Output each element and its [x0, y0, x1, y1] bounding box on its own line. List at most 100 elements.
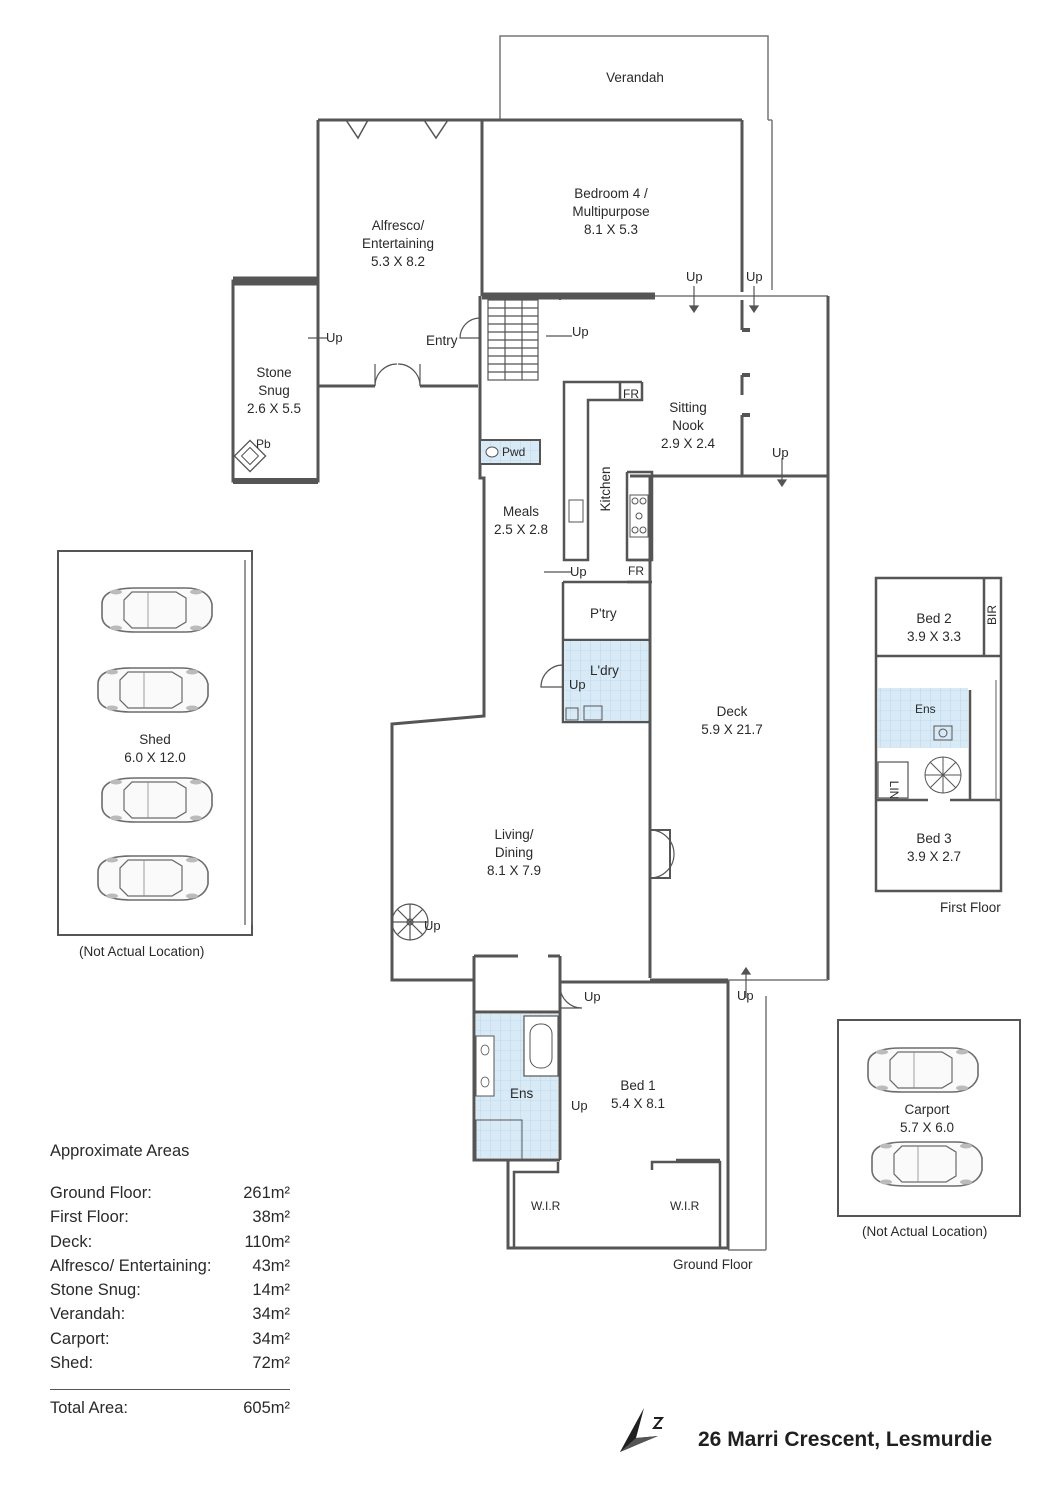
pantry-label: P'try: [590, 606, 617, 621]
carport-label: Carport 5.7 X 6.0: [887, 1101, 967, 1137]
entry-label: Entry: [426, 333, 458, 348]
sitting-nook-line2: Nook: [672, 418, 704, 433]
shed-label: Shed 6.0 X 12.0: [115, 731, 195, 767]
kitchen-walls: [562, 380, 654, 584]
stone-snug-line1: Stone: [256, 365, 292, 380]
bedroom-4-dims: 8.1 X 5.3: [583, 222, 639, 237]
living-label: Living/ Dining 8.1 X 7.9: [474, 826, 554, 880]
ensuite-2-tiles: [878, 688, 968, 748]
up-marker-bedroom4-b: Up: [746, 269, 763, 284]
area-value: 14m²: [252, 1281, 290, 1300]
bedroom-4-line1: Bedroom 4 /: [574, 186, 648, 201]
area-label: Deck:: [50, 1232, 93, 1251]
meals-label: Meals 2.5 X 2.8: [486, 503, 556, 539]
meals-name: Meals: [502, 504, 539, 519]
sitting-nook-line1: Sitting: [669, 400, 707, 415]
bed1-walls: [472, 954, 730, 1250]
area-value: 261m²: [243, 1184, 290, 1202]
bed-1-name: Bed 1: [620, 1078, 656, 1093]
lin-label: LIN: [887, 780, 901, 800]
ensuite-2-label: Ens: [915, 702, 936, 716]
pb-label: Pb: [256, 437, 271, 451]
stone-snug-line2: Snug: [258, 383, 290, 398]
area-label: First Floor:: [50, 1208, 129, 1227]
ground-floor-caption: Ground Floor: [673, 1257, 753, 1272]
stone-snug-dims: 2.6 X 5.5: [246, 401, 302, 416]
bedroom-4-label: Bedroom 4 / Multipurpose 8.1 X 5.3: [551, 185, 671, 239]
area-row: Carport:34m²: [50, 1327, 290, 1351]
pwd-label: Pwd: [502, 445, 526, 459]
areas-title: Approximate Areas: [50, 1142, 190, 1160]
deck-dims: 5.9 X 21.7: [701, 722, 763, 737]
area-value: 34m²: [252, 1305, 290, 1324]
wir-right-label: W.I.R: [670, 1199, 700, 1213]
pantry-laundry-walls: [561, 580, 650, 724]
shed-location-note: (Not Actual Location): [79, 944, 205, 959]
first-floor-outline: [874, 576, 1003, 893]
verandah-name: Verandah: [606, 70, 664, 85]
sitting-nook-dims: 2.9 X 2.4: [660, 436, 716, 451]
area-row: Stone Snug: 14m²: [50, 1278, 290, 1302]
bed-3-dims: 3.9 X 2.7: [906, 849, 962, 864]
area-label: Alfresco/ Entertaining:: [50, 1256, 212, 1275]
property-address: 26 Marri Crescent, Lesmurdie: [698, 1428, 993, 1451]
area-total-row: Total Area: 605m²: [50, 1389, 290, 1420]
bedroom-4-line2: Multipurpose: [572, 204, 650, 219]
alfresco-line1: Alfresco/: [371, 218, 425, 233]
up-marker-snug: Up: [326, 330, 343, 345]
area-row: Deck: 110m²: [50, 1230, 290, 1254]
carport-name: Carport: [904, 1102, 950, 1117]
shed-name: Shed: [139, 732, 171, 747]
up-marker-meals: Up: [570, 564, 587, 579]
area-row: Ground Floor: 261m²: [50, 1181, 290, 1205]
first-floor-caption: First Floor: [940, 900, 1001, 915]
area-value: 43m²: [252, 1256, 290, 1275]
living-line2: Dining: [494, 845, 534, 860]
bed-3-label: Bed 3 3.9 X 2.7: [894, 830, 974, 866]
area-value: 110m²: [244, 1232, 290, 1251]
verandah-outline: [499, 35, 773, 290]
wir-left-label: W.I.R: [531, 1199, 561, 1213]
meals-dims: 2.5 X 2.8: [493, 522, 549, 537]
north-arrow-icon: [620, 1408, 665, 1452]
laundry-label: L'dry: [590, 663, 619, 678]
area-label: Ground Floor:: [50, 1184, 152, 1202]
bed-2-name: Bed 2: [916, 611, 952, 626]
area-row: First Floor:38m²: [50, 1205, 290, 1229]
fr-label-top: FR: [623, 387, 639, 401]
carport-outline: [837, 1019, 1021, 1217]
stone-snug-label: Stone Snug 2.6 X 5.5: [234, 364, 314, 418]
up-marker-bed1-door: Up: [584, 989, 601, 1004]
area-value: 72m²: [252, 1354, 290, 1373]
area-row: Verandah: 34m²: [50, 1302, 290, 1326]
carport-location-note: (Not Actual Location): [862, 1224, 988, 1239]
fr-label-bottom: FR: [628, 564, 644, 578]
house-walls: [390, 296, 830, 982]
bed-2-dims: 3.9 X 3.3: [906, 629, 962, 644]
sitting-nook-label: Sitting Nook 2.9 X 2.4: [648, 399, 728, 453]
bed-2-label: Bed 2 3.9 X 3.3: [894, 610, 974, 646]
area-row: Alfresco/ Entertaining: 43m²: [50, 1254, 290, 1278]
up-marker-living: Up: [424, 918, 441, 933]
up-marker-deck-top: Up: [772, 445, 789, 460]
area-label: Stone Snug:: [50, 1281, 141, 1300]
up-marker-stairs: Up: [572, 324, 589, 339]
area-label: Carport:: [50, 1329, 110, 1348]
area-label: Shed:: [50, 1354, 94, 1373]
living-dims: 8.1 X 7.9: [486, 863, 542, 878]
up-marker-laundry: Up: [569, 677, 586, 692]
shed-outline: [57, 550, 253, 936]
living-line1: Living/: [494, 827, 534, 842]
alfresco-dims: 5.3 X 8.2: [370, 254, 426, 269]
approximate-areas-table: Approximate Areas Ground Floor: 261m² Fir…: [50, 1142, 290, 1421]
bed-3-name: Bed 3: [916, 831, 952, 846]
bir-label: BIR: [985, 605, 999, 626]
total-area-label: Total Area:: [50, 1399, 128, 1418]
area-row: Shed: 72m²: [50, 1351, 290, 1375]
area-label: Verandah:: [50, 1305, 126, 1324]
total-area-value: 605m²: [243, 1399, 290, 1418]
bed-1-label: Bed 1 5.4 X 8.1: [598, 1077, 678, 1113]
shed-dims: 6.0 X 12.0: [124, 750, 186, 765]
alfresco-label: Alfresco/ Entertaining 5.3 X 8.2: [338, 217, 458, 271]
